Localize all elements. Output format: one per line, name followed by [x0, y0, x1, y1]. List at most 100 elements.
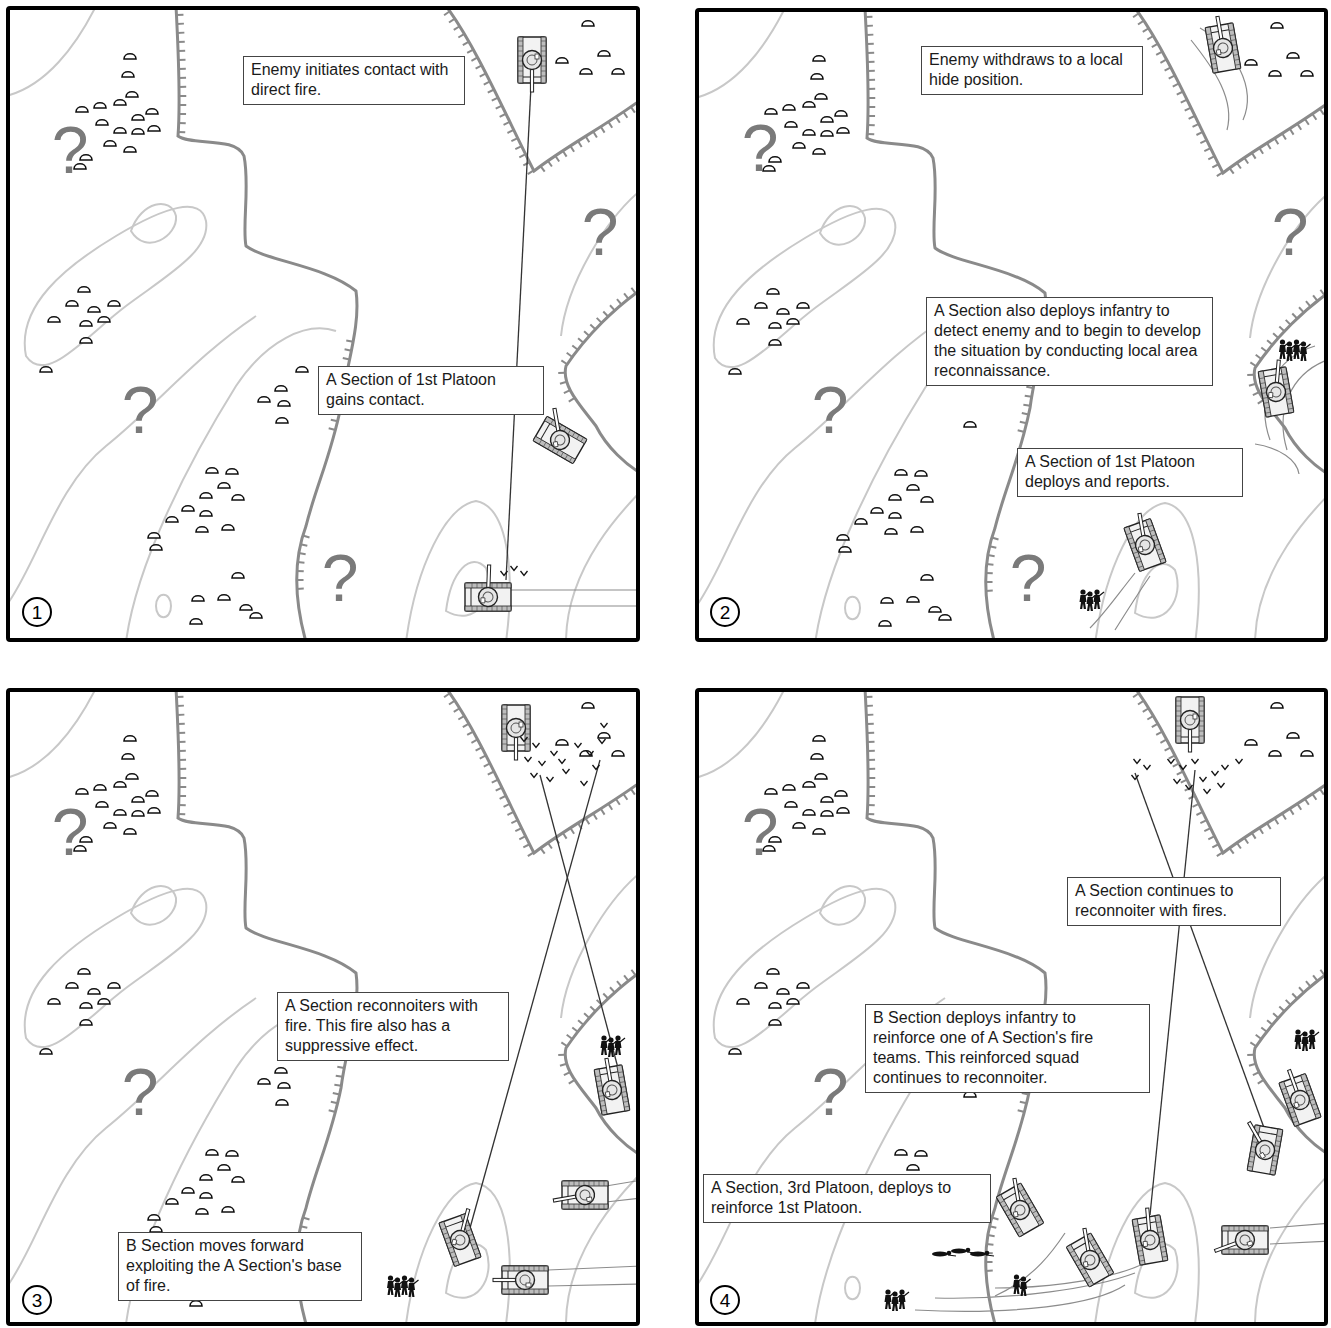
- tree-symbol: [813, 56, 825, 61]
- tree-symbol: [88, 307, 100, 312]
- hachure-tick: [570, 146, 574, 152]
- prone-infantry-part: [932, 1252, 948, 1257]
- tree-symbol: [929, 607, 941, 612]
- tree-symbol: [783, 785, 795, 790]
- infantry-figure-part: [1302, 1037, 1309, 1051]
- vehicle-icon-part: [568, 1186, 569, 1204]
- vehicle-icon-part: [492, 583, 493, 588]
- vehicle-icon-part: [1275, 1145, 1280, 1147]
- contour-line: [695, 318, 945, 608]
- tree-symbol: [803, 782, 815, 787]
- hachure-tick: [504, 122, 510, 125]
- hachure-tick: [500, 114, 506, 117]
- hachure-tick: [1237, 163, 1241, 169]
- hachure-tick: [177, 32, 184, 34]
- vehicle-icon-part: [541, 51, 546, 52]
- unknown-area-mark: ?: [742, 115, 779, 181]
- map-layer: [6, 688, 640, 1324]
- tree-symbol: [765, 789, 777, 794]
- vehicle-icon-part: [1035, 1215, 1039, 1218]
- hachure-tick: [179, 104, 186, 106]
- vehicle-icon-part-part: [493, 1278, 517, 1281]
- vehicle-icon-part: [1280, 1067, 1312, 1112]
- vehicle-icon-part: [1252, 1141, 1257, 1143]
- hachure-tick: [1252, 833, 1256, 839]
- vehicle-icon-part: [1212, 1228, 1257, 1260]
- vehicle-icon-part: [473, 1248, 478, 1250]
- infantry-figure-part: [620, 1038, 625, 1042]
- tree-symbol: [837, 808, 849, 813]
- vehicle-icon-part: [1235, 64, 1240, 66]
- hachure-tick: [868, 759, 875, 761]
- tree-symbol: [797, 983, 809, 988]
- hachure-tick: [986, 563, 993, 566]
- hachure-tick: [176, 688, 183, 689]
- vehicle-track: [1255, 444, 1299, 474]
- vehicle-icon-part: [1157, 549, 1162, 551]
- vehicle-icon-part-part: [1146, 1208, 1151, 1232]
- tree-symbol: [148, 126, 160, 131]
- hachure-tick: [337, 1067, 344, 1068]
- hachure-tick: [1020, 422, 1027, 424]
- step-panel: 4A Section continues to reconnoiter with…: [695, 688, 1328, 1326]
- vehicle-icon: [1204, 14, 1241, 73]
- infantry-figure-part: [1094, 595, 1101, 609]
- tree-symbol: [855, 519, 867, 524]
- hachure-tick: [865, 8, 872, 9]
- hachure-tick: [1230, 848, 1234, 854]
- tree-symbol: [821, 811, 833, 816]
- vehicle-icon-part: [1082, 1272, 1086, 1275]
- hachure-tick: [297, 570, 304, 572]
- vehicle-icon-part: [1229, 29, 1234, 31]
- impact-mark: [1174, 779, 1181, 784]
- hachure-tick: [601, 127, 605, 133]
- hachure-tick: [986, 1243, 993, 1246]
- vehicle-icon-part: [1160, 1241, 1165, 1243]
- hachure-tick: [1297, 804, 1301, 810]
- tree-symbol: [94, 785, 106, 790]
- vehicle-icon-part: [1251, 1151, 1256, 1153]
- vehicle-icon-part: [1087, 1281, 1091, 1284]
- fire-line: [1135, 773, 1275, 1158]
- tree-symbol: [921, 497, 933, 502]
- vehicle-icon-part: [1208, 43, 1213, 45]
- hachure-tick: [593, 813, 597, 819]
- vehicle-icon-part: [1266, 359, 1289, 402]
- vehicle-icon-part: [534, 1266, 535, 1271]
- hachure-tick: [471, 739, 477, 742]
- infantry-figure-part: [615, 1035, 620, 1040]
- vehicle-icon-part: [502, 719, 507, 720]
- callout-text: A Section, 3rd Platoon, deploys to reinf…: [711, 1178, 983, 1218]
- vehicle-icon-part-part: [1138, 513, 1145, 537]
- vehicle-icon-part: [470, 1239, 475, 1241]
- hachure-tick: [638, 784, 640, 790]
- tree-symbol: [729, 1049, 741, 1054]
- tree-symbol: [278, 1083, 290, 1088]
- hachure-tick: [303, 1218, 310, 1220]
- tree-symbol: [124, 54, 136, 59]
- tree-symbol: [114, 782, 126, 787]
- vehicle-icon-part: [518, 46, 523, 47]
- vehicle-icon-part-part: [1079, 1249, 1101, 1271]
- hachure-tick: [484, 763, 490, 766]
- vehicle-icon-part: [502, 724, 507, 725]
- vehicle-icon-part: [518, 41, 523, 42]
- hachure-tick: [178, 41, 185, 43]
- fire-line: [540, 775, 618, 1068]
- infantry-figure-part: [899, 1289, 904, 1294]
- vehicle-icon-part: [518, 56, 523, 57]
- hachure-tick: [560, 1064, 567, 1066]
- vehicle-icon-part-part: [1288, 1069, 1299, 1093]
- vehicle-icon-part: [1135, 557, 1140, 559]
- hachure-tick: [865, 696, 872, 698]
- vehicle-icon: [1176, 697, 1204, 752]
- impact-mark: [575, 743, 582, 748]
- tree-symbol: [108, 301, 120, 306]
- hachure-tick: [1267, 340, 1272, 344]
- tree-symbol: [598, 51, 610, 56]
- hachure-tick: [467, 50, 473, 53]
- hachure-tick: [1286, 320, 1291, 325]
- tree-symbol: [222, 525, 234, 530]
- tree-symbol: [837, 535, 849, 540]
- vehicle-icon-part: [1264, 1249, 1265, 1254]
